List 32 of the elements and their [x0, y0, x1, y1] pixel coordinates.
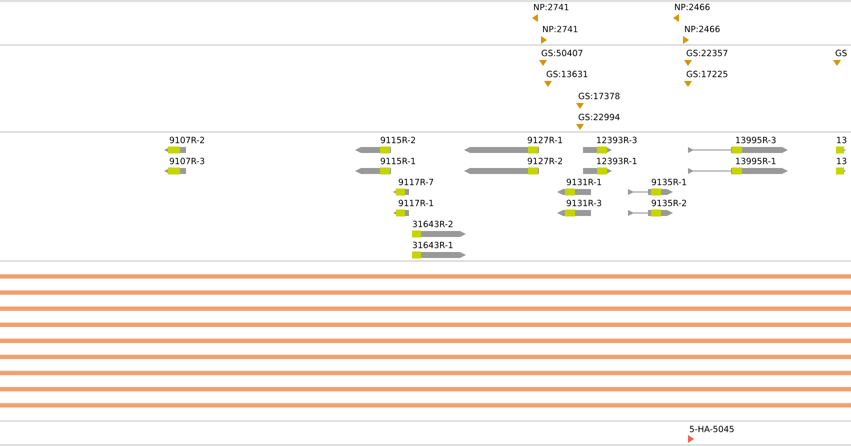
feature-label: 5-HA-5045 — [690, 426, 734, 432]
feature-label: NP:2466 — [685, 26, 720, 32]
feature-label: 9131R-1 — [566, 178, 602, 186]
feature-label: GS:22994 — [578, 114, 620, 120]
feature-label: 31643R-1 — [412, 242, 452, 248]
feature-label: 9135R-1 — [652, 178, 686, 186]
feature-label: GS:50407 — [542, 50, 582, 56]
feature-label: GS:17378 — [578, 92, 620, 100]
feature-label: 9127R-1 — [528, 136, 562, 144]
feature-label: 9117R-1 — [398, 200, 434, 206]
feature-label: 9131R-3 — [566, 200, 602, 206]
feature-label: 9115R-2 — [380, 136, 416, 144]
feature-label: 9107R-3 — [170, 158, 204, 164]
feature-label: 9127R-2 — [528, 158, 562, 164]
feature-label: GS — [836, 50, 847, 56]
feature-label: 13995R-3 — [736, 136, 776, 144]
feature-label: 9115R-1 — [380, 158, 416, 164]
feature-label: NP:2466 — [675, 4, 710, 10]
feature-label: 13 — [837, 136, 846, 144]
feature-label: 9117R-7 — [398, 178, 434, 186]
feature-label: GS:17225 — [686, 70, 728, 78]
feature-label: GS:22357 — [686, 50, 728, 56]
feature-label: 9135R-2 — [652, 200, 686, 206]
feature-label: 9107R-2 — [170, 136, 204, 144]
feature-label: GS:13631 — [546, 70, 588, 78]
feature-label: 31643R-2 — [412, 220, 452, 228]
feature-label: 13 — [837, 158, 846, 164]
feature-label: NP:2741 — [543, 26, 578, 32]
feature-label: 13995R-1 — [736, 158, 776, 164]
feature-label: 12393R-1 — [597, 158, 636, 164]
feature-label: NP:2741 — [534, 4, 568, 10]
feature-label: 12393R-3 — [597, 136, 637, 144]
